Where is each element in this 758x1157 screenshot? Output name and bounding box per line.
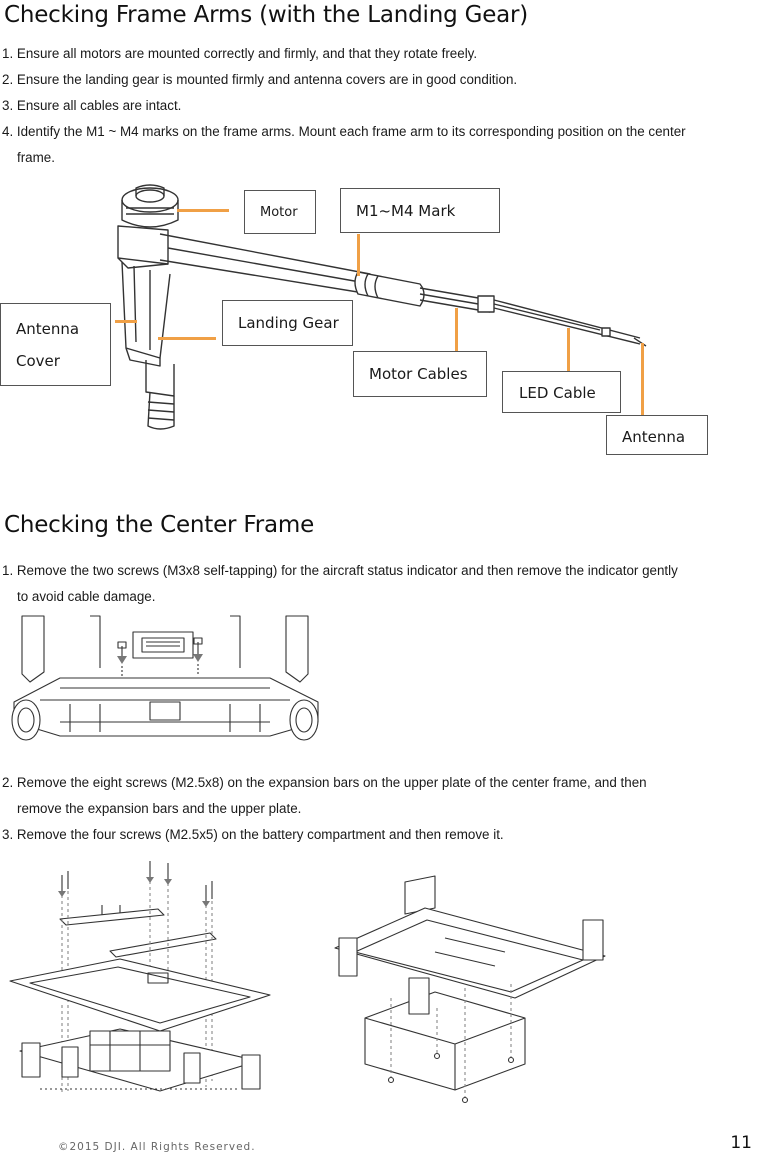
callout-motor-cables: Motor Cables xyxy=(353,351,487,397)
cf-step-1-line2-wrap: to avoid cable damage. xyxy=(2,584,754,610)
cf-step-2-line2: remove the expansion bars and the upper … xyxy=(17,801,302,816)
footer-copyright: ©2015 DJI. All Rights Reserved. xyxy=(58,1141,256,1153)
frame-arm-illustration xyxy=(115,184,647,430)
step-2-landing-gear: 2. Ensure the landing gear is mounted fi… xyxy=(2,72,518,87)
step-1-motors: 1. Ensure all motors are mounted correct… xyxy=(2,46,478,61)
callout-motor-label: Motor xyxy=(260,205,298,220)
callout-antenna-cover-line2: Cover xyxy=(16,352,60,370)
callout-led-cable-label: LED Cable xyxy=(519,384,596,402)
callout-led-cable: LED Cable xyxy=(502,371,621,413)
callout-antenna: Antenna xyxy=(606,415,708,455)
upper-plate-exploded-illustration xyxy=(9,861,271,1095)
callout-landing-gear: Landing Gear xyxy=(222,300,353,346)
callout-mark-label: M1~M4 Mark xyxy=(356,202,456,220)
status-indicator-illustration xyxy=(11,615,319,741)
callout-mark: M1~M4 Mark xyxy=(340,188,500,233)
page-number: 11 xyxy=(730,1133,752,1153)
cf-step-2-line1: 2. Remove the eight screws (M2.5x8) on t… xyxy=(2,775,647,790)
callout-antenna-label: Antenna xyxy=(622,428,686,446)
cf-step-2-line2-wrap: remove the expansion bars and the upper … xyxy=(2,796,754,822)
cf-step-1-line1: 1. Remove the two screws (M3x8 self-tapp… xyxy=(2,563,678,578)
callout-motor-cables-label: Motor Cables xyxy=(369,365,468,383)
step-4-continued-text: frame. xyxy=(17,150,55,165)
cf-step-1-line2: to avoid cable damage. xyxy=(17,589,156,604)
section-title-center-frame: Checking the Center Frame xyxy=(4,512,315,538)
section-title-frame-arms: Checking Frame Arms (with the Landing Ge… xyxy=(4,2,529,28)
callout-landing-gear-label: Landing Gear xyxy=(238,314,339,332)
step-4-continued: frame. xyxy=(2,145,754,171)
callout-antenna-cover: Antenna Cover xyxy=(0,303,111,386)
battery-compartment-illustration xyxy=(334,875,606,1104)
step-3-cables: 3. Ensure all cables are intact. xyxy=(2,98,182,113)
callout-antenna-cover-line1: Antenna xyxy=(16,320,80,338)
callout-motor: Motor xyxy=(244,190,316,234)
step-4-marks: 4. Identify the M1 ~ M4 marks on the fra… xyxy=(2,124,686,139)
cf-step-3: 3. Remove the four screws (M2.5x5) on th… xyxy=(2,827,504,842)
